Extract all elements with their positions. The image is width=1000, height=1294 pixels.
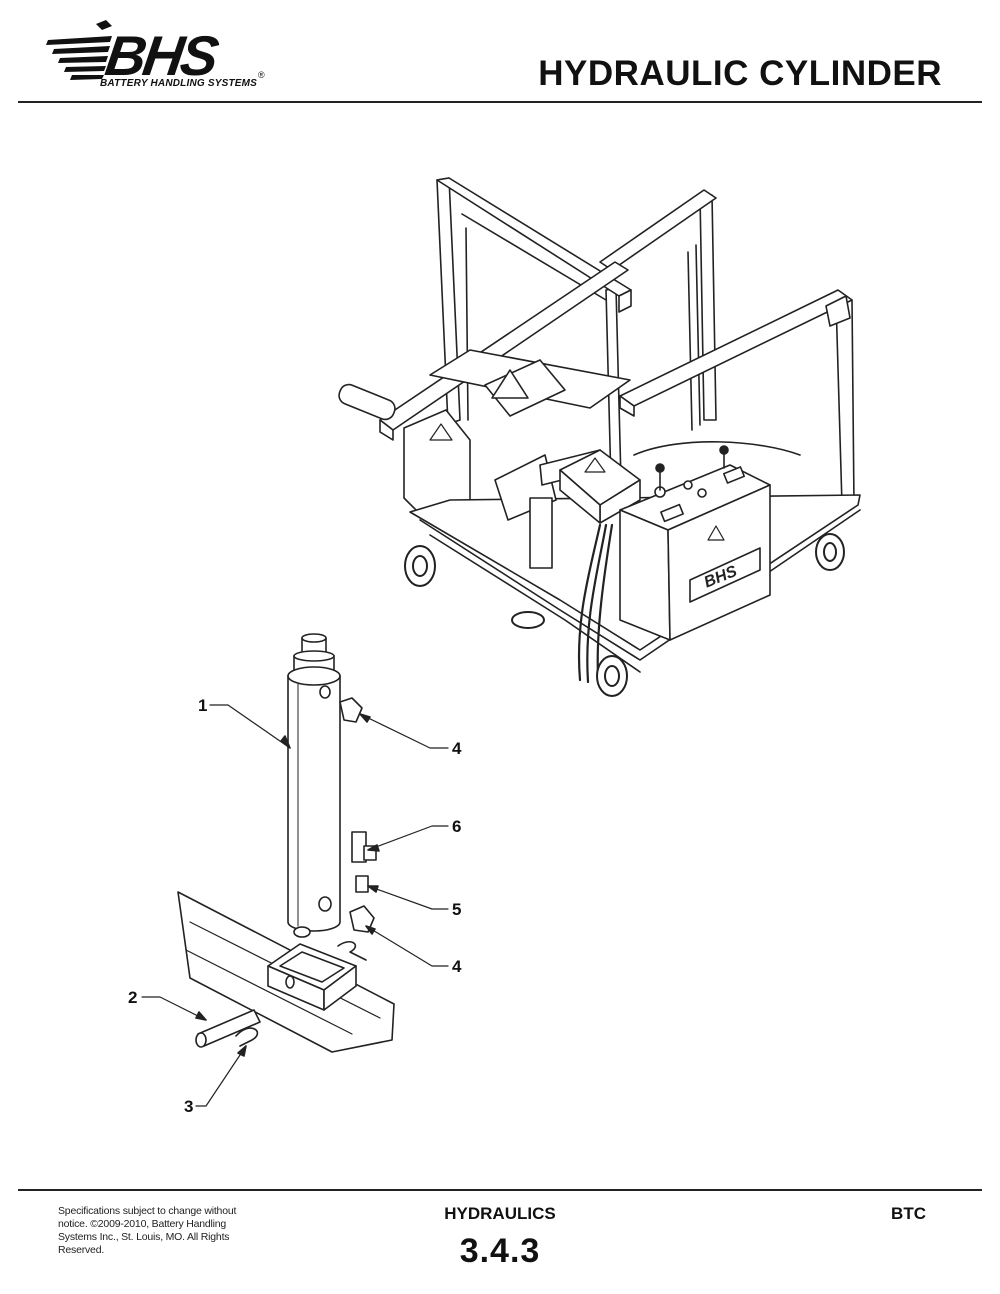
brand-logo: BHS ® BATTERY HANDLING SYSTEMS <box>42 18 302 98</box>
logo-speed-lines-icon <box>46 20 112 80</box>
callout-4-lower: 4 <box>365 925 462 976</box>
svg-text:3: 3 <box>184 1097 193 1116</box>
footer-divider <box>18 1189 982 1191</box>
callout-6: 6 <box>367 817 461 852</box>
battery-cart-illustration: BHS <box>338 177 861 697</box>
callout-2: 2 <box>128 988 207 1021</box>
model-label: BTC <box>891 1204 926 1223</box>
page-title: HYDRAULIC CYLINDER <box>538 54 942 93</box>
callout-labels: 1 4 6 5 4 2 3 <box>128 696 462 1116</box>
svg-text:1: 1 <box>198 696 207 715</box>
copyright-notice: Specifications subject to change without… <box>58 1205 237 1256</box>
section-label: HYDRAULICS <box>444 1204 556 1223</box>
callout-1: 1 <box>198 696 291 749</box>
callout-3: 3 <box>184 1045 247 1116</box>
svg-text:5: 5 <box>452 900 461 919</box>
page-number: 3.4.3 <box>459 1232 541 1270</box>
logo-subtitle: BATTERY HANDLING SYSTEMS <box>100 78 258 89</box>
hydraulic-cylinder-diagram: BHS <box>128 177 861 1116</box>
logo-wordmark: BHS <box>101 24 220 87</box>
header-divider <box>18 101 982 103</box>
svg-text:6: 6 <box>452 817 461 836</box>
callout-5: 5 <box>367 885 461 919</box>
registered-mark: ® <box>258 70 265 80</box>
svg-text:2: 2 <box>128 988 137 1007</box>
cylinder-exploded-view <box>177 633 395 1053</box>
callout-4-upper: 4 <box>359 713 462 758</box>
svg-text:4: 4 <box>452 739 462 758</box>
svg-text:4: 4 <box>452 957 462 976</box>
